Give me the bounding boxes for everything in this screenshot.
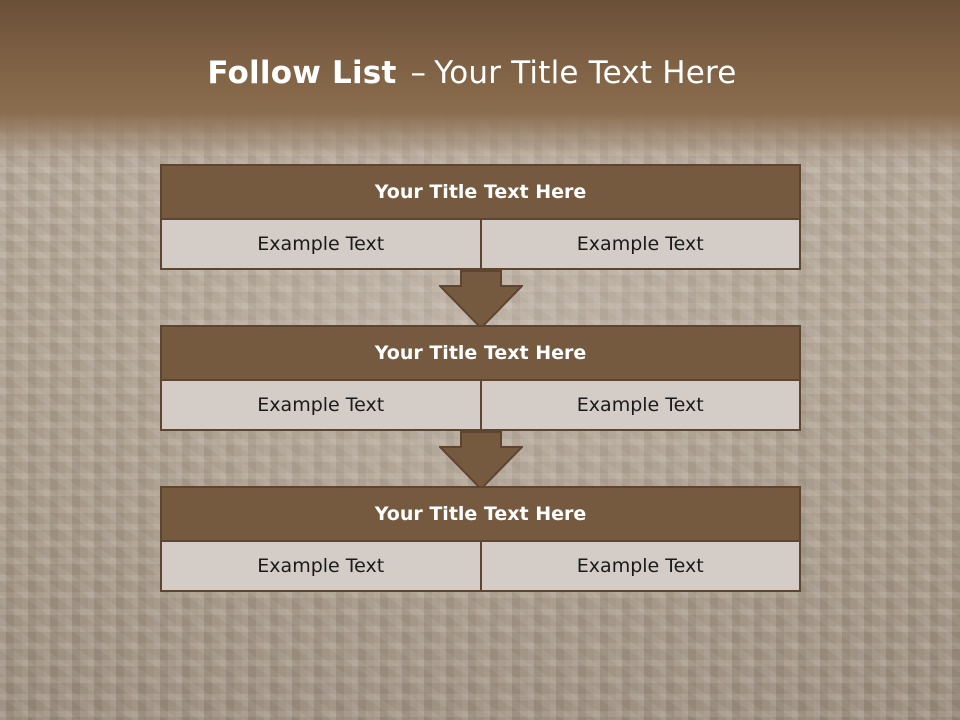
block-cell-right: Example Text	[481, 381, 801, 431]
title-bold-part: Follow List	[207, 55, 397, 91]
block-cell-left: Example Text	[160, 220, 482, 270]
block-title: Your Title Text Here	[160, 486, 801, 542]
block-title: Your Title Text Here	[160, 325, 801, 381]
title-rest: Your Title Text Here	[434, 55, 737, 91]
block-title: Your Title Text Here	[160, 164, 801, 220]
down-arrow-icon	[439, 431, 523, 491]
block-cell-left: Example Text	[160, 381, 482, 431]
block-row: Example Text Example Text	[160, 220, 801, 270]
block-row: Example Text Example Text	[160, 542, 801, 592]
block-row: Example Text Example Text	[160, 381, 801, 431]
block-cell-right: Example Text	[481, 542, 801, 592]
block-cell-right: Example Text	[481, 220, 801, 270]
block-cell-left: Example Text	[160, 542, 482, 592]
title-band	[0, 0, 960, 160]
list-block-3: Your Title Text Here Example Text Exampl…	[160, 486, 801, 592]
down-arrow-icon	[439, 270, 523, 330]
title-dash: –	[410, 55, 427, 91]
slide-title: Follow List–Your Title Text Here	[0, 55, 944, 91]
list-block-1: Your Title Text Here Example Text Exampl…	[160, 164, 801, 270]
list-block-2: Your Title Text Here Example Text Exampl…	[160, 325, 801, 431]
